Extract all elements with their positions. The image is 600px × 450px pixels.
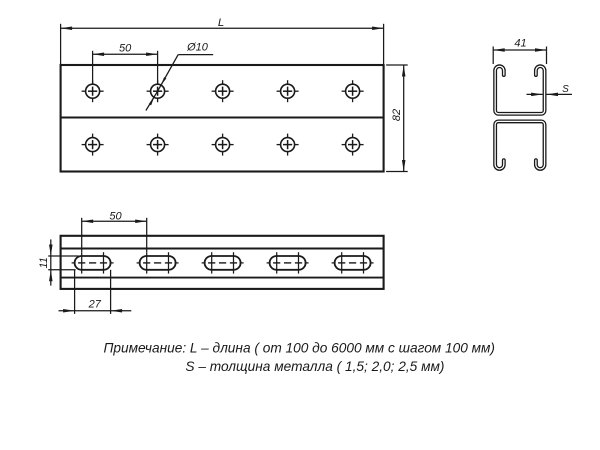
svg-text:82: 82 xyxy=(391,109,403,121)
svg-text:L: L xyxy=(218,17,224,29)
svg-text:S – толщина металла ( 1,5; 2,0: S – толщина металла ( 1,5; 2,0; 2,5 мм) xyxy=(185,359,444,374)
svg-text:50: 50 xyxy=(109,210,122,222)
svg-text:27: 27 xyxy=(88,299,102,311)
svg-text:50: 50 xyxy=(119,42,132,54)
svg-text:11: 11 xyxy=(38,257,50,268)
svg-text:Ø10: Ø10 xyxy=(186,42,209,54)
svg-text:S: S xyxy=(562,84,569,95)
svg-text:41: 41 xyxy=(514,38,526,50)
svg-text:Примечание: L – длина ( от 100: Примечание: L – длина ( от 100 до 6000 м… xyxy=(104,340,495,355)
